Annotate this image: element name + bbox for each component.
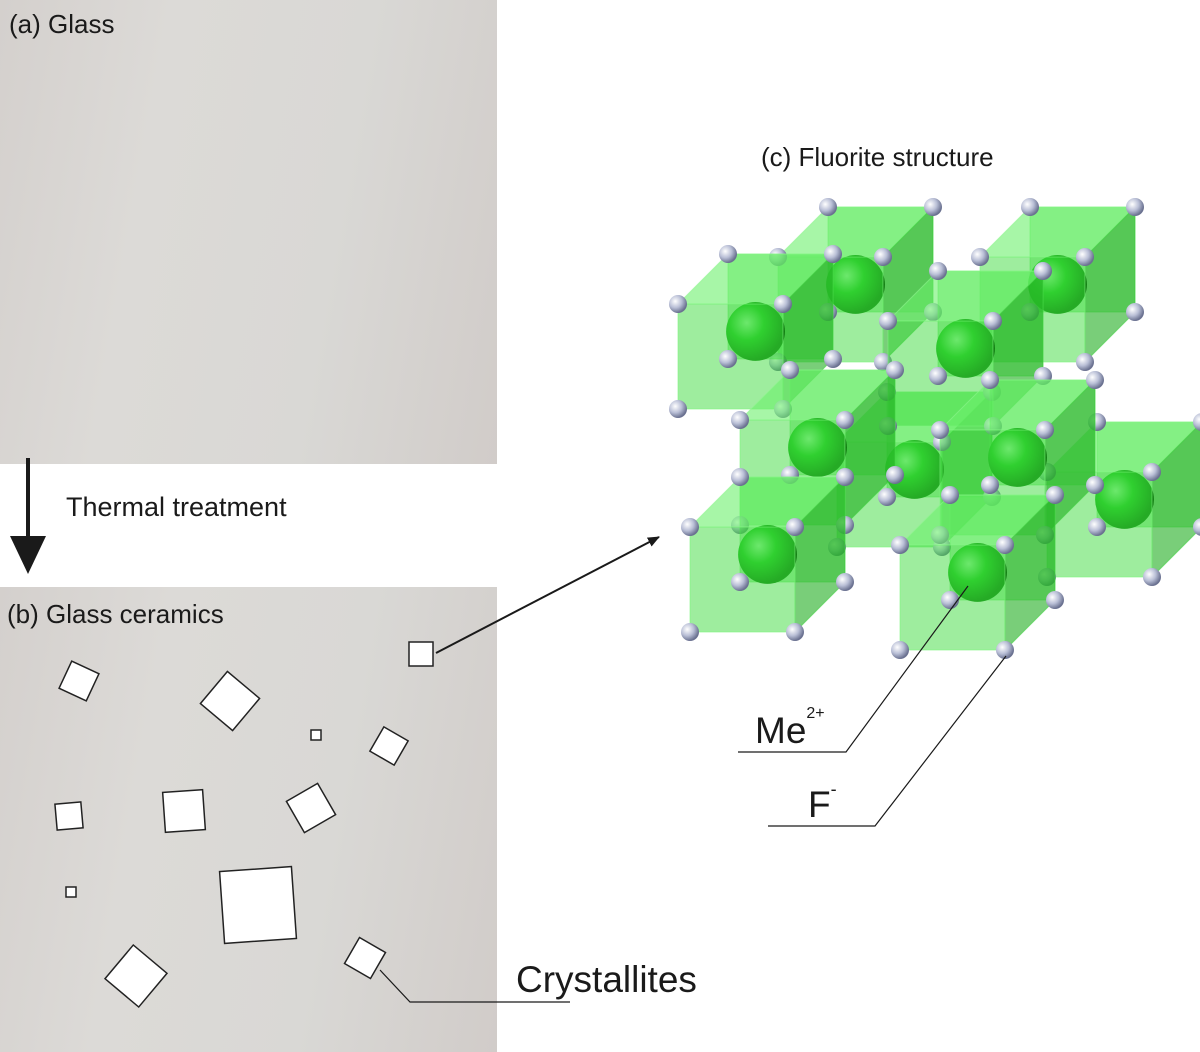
cation-leader-line	[738, 585, 969, 753]
anion-sphere	[929, 367, 947, 385]
cation-charge: 2+	[806, 705, 825, 722]
anion-sphere	[669, 295, 687, 313]
anion-symbol: F	[808, 784, 831, 825]
anion-sphere	[981, 476, 999, 494]
crystallite	[65, 886, 77, 898]
anion-sphere	[681, 623, 699, 641]
anion-label: F-	[808, 780, 837, 825]
anion-sphere	[941, 591, 959, 609]
anion-sphere	[669, 400, 687, 418]
anion-sphere	[1086, 371, 1104, 389]
anion-sphere	[1076, 248, 1094, 266]
crystallite	[408, 641, 434, 667]
anion-sphere	[731, 468, 749, 486]
fluorite-structure	[669, 198, 1200, 659]
crystallite	[103, 943, 169, 1009]
anion-sphere	[731, 573, 749, 591]
crystallite	[161, 788, 207, 834]
anion-sphere	[996, 641, 1014, 659]
anion-sphere	[836, 468, 854, 486]
anion-sphere	[879, 312, 897, 330]
cation-symbol: Me	[755, 710, 807, 751]
anion-sphere	[774, 295, 792, 313]
anion-sphere	[719, 245, 737, 263]
coordination-cube	[1038, 413, 1200, 586]
anion-sphere	[681, 518, 699, 536]
anion-sphere	[1193, 413, 1200, 431]
anion-sphere	[1143, 568, 1161, 586]
crystallite	[218, 865, 298, 945]
anion-sphere	[1021, 198, 1039, 216]
anion-sphere	[836, 573, 854, 591]
anion-sphere	[931, 421, 949, 439]
anion-sphere	[886, 466, 904, 484]
anion-sphere	[719, 350, 737, 368]
crystallite-group	[54, 641, 434, 1009]
coordination-cube	[879, 262, 1052, 435]
crystallite	[54, 801, 84, 831]
anion-sphere	[996, 536, 1014, 554]
anion-sphere	[1193, 518, 1200, 536]
coordination-cube	[681, 468, 854, 641]
anion-leader-line	[768, 655, 1007, 827]
anion-sphere	[1046, 486, 1064, 504]
anion-sphere	[984, 312, 1002, 330]
anion-sphere	[781, 361, 799, 379]
anion-sphere	[824, 245, 842, 263]
zoom-arrow	[435, 536, 660, 654]
crystallite	[368, 725, 410, 767]
anion-sphere	[891, 641, 909, 659]
coordination-cube	[891, 486, 1064, 659]
thermal-treatment-label: Thermal treatment	[66, 492, 287, 522]
anion-sphere	[929, 262, 947, 280]
anion-sphere	[1088, 518, 1106, 536]
thermal-arrow	[10, 458, 46, 574]
glass-ceramics-label: (b) Glass ceramics	[7, 599, 224, 629]
glass-panel	[0, 0, 497, 464]
anion-sphere	[819, 198, 837, 216]
anion-charge: -	[830, 779, 837, 799]
anion-sphere	[1143, 463, 1161, 481]
anion-sphere	[1036, 421, 1054, 439]
anion-sphere	[1076, 353, 1094, 371]
anion-sphere	[824, 350, 842, 368]
anion-sphere	[874, 248, 892, 266]
glass-label: (a) Glass	[9, 9, 115, 39]
anion-sphere	[924, 198, 942, 216]
anion-sphere	[1126, 303, 1144, 321]
crystallite	[310, 729, 322, 741]
anion-sphere	[836, 411, 854, 429]
fluorite-structure-label: (c) Fluorite structure	[761, 142, 994, 172]
anion-sphere	[1126, 198, 1144, 216]
anion-sphere	[786, 623, 804, 641]
cation-label: Me2+	[755, 706, 825, 751]
anion-sphere	[971, 248, 989, 266]
anion-sphere	[731, 411, 749, 429]
anion-sphere	[891, 536, 909, 554]
anion-sphere	[886, 361, 904, 379]
anion-sphere	[1046, 591, 1064, 609]
crystallites-leader-line	[379, 969, 570, 1003]
crystallite	[285, 782, 337, 834]
crystallite	[199, 670, 261, 732]
anion-sphere	[786, 518, 804, 536]
anion-sphere	[941, 486, 959, 504]
crystallites-label: Crystallites	[516, 959, 697, 1000]
anion-sphere	[981, 371, 999, 389]
crystallite	[343, 936, 387, 980]
coordination-cube	[669, 245, 842, 418]
crystallite	[58, 660, 100, 702]
anion-sphere	[1086, 476, 1104, 494]
anion-sphere	[1034, 262, 1052, 280]
anion-sphere	[878, 488, 896, 506]
